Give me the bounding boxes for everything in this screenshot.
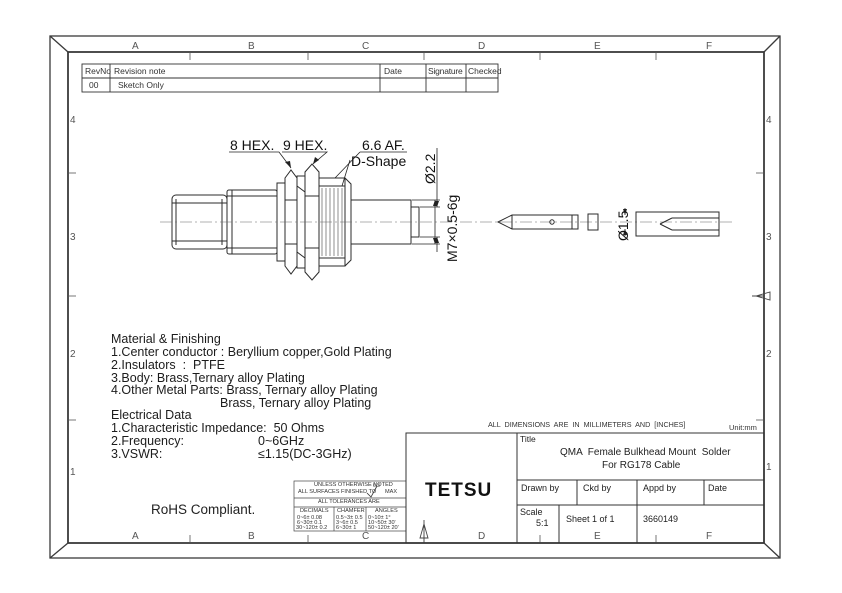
drawing-number: 3660149: [643, 514, 679, 524]
material-title: Material & Finishing: [111, 332, 221, 346]
unit-label: Unit:mm: [729, 423, 757, 432]
tolerance-line-3: ALL TOLERANCES ARE: [318, 499, 380, 505]
material-line-2: 2.Insulators : PTFE: [111, 358, 225, 372]
surface-finish-value: 6.3: [373, 483, 380, 489]
frame-corners: [49, 35, 781, 559]
zone-col-a-bottom: A: [132, 531, 139, 542]
surface-finish-max: MAX: [385, 489, 398, 495]
insulator: [587, 213, 599, 231]
tolerance-line-2: ALL SURFACES FINISHED TO: [298, 489, 377, 495]
tolerance-chamfer-1: 0.5~3± 0.5: [336, 515, 363, 521]
tolerance-chamfer-3: 6~30± 1: [336, 525, 357, 531]
material-line-1: 1.Center conductor : Beryllium copper,Go…: [111, 345, 392, 359]
tolerance-header-angles: ANGLES: [375, 508, 398, 514]
tolerance-angles-2: 10~50± 30': [368, 520, 396, 526]
surface-finish-icon: [366, 485, 378, 498]
dimension-arrows: [285, 157, 627, 244]
zone-row-3-left: 3: [70, 232, 76, 243]
scale-value: 5:1: [536, 518, 549, 528]
rev-row-revno: 00: [89, 80, 99, 90]
tolerance-header-decimals: DECIMALS: [300, 508, 329, 514]
callout-d-shape: D-Shape: [351, 153, 407, 169]
sheet-number: Sheet 1 of 1: [566, 514, 615, 524]
appd-by-label: Appd by: [643, 483, 677, 493]
dimension-thread-m7: M7×0.5-6g: [444, 194, 460, 262]
ckd-by-label: Ckd by: [583, 483, 612, 493]
zone-col-b-top: B: [248, 41, 255, 52]
tolerance-angles-1: 0~10± 1°: [368, 515, 391, 521]
revision-table-grid: [81, 63, 499, 93]
zone-row-3-right: 3: [766, 232, 772, 243]
electrical-line-2-value: 0~6GHz: [258, 434, 305, 448]
zone-col-b-bottom: B: [248, 531, 255, 542]
rev-header-note: Revision note: [114, 66, 166, 76]
company-logo: TETSU: [425, 480, 493, 501]
units-note: ALL DIMENSIONS ARE IN MILLIMETERS AND [I…: [488, 420, 686, 429]
electrical-line-3-value: ≤1.15(DC-3GHz): [258, 447, 352, 461]
callout-6-6-af: 6.6 AF.: [362, 137, 405, 153]
zone-row-1-left: 1: [70, 467, 76, 478]
zone-col-f-top: F: [706, 41, 713, 52]
zone-col-c-bottom: C: [362, 531, 370, 542]
electrical-line-2: 2.Frequency:: [111, 434, 184, 448]
drawing-title-line-2: For RG178 Cable: [602, 460, 681, 471]
tolerance-decimals-2: 6~30± 0.1: [297, 520, 322, 526]
drawn-by-label: Drawn by: [521, 483, 560, 493]
zone-row-1-right: 1: [766, 462, 772, 473]
center-pin: [496, 214, 579, 230]
drawing-title-line-1: QMA Female Bulkhead Mount Solder: [560, 447, 731, 458]
rev-header-revno: RevNo: [85, 66, 111, 76]
rohs-note: RoHS Compliant.: [151, 502, 256, 517]
tolerance-chamfer-2: 3~6± 0.5: [336, 520, 358, 526]
zone-col-c-top: C: [362, 41, 370, 52]
right-centering-mark: [752, 291, 771, 301]
dimension-dia-2-2: Ø2.2: [422, 153, 438, 184]
bottom-centering-mark: [419, 520, 429, 543]
material-line-3: 3.Body: Brass,Ternary alloy Plating: [111, 371, 305, 385]
zone-col-d-top: D: [478, 41, 486, 52]
scale-label: Scale: [520, 507, 543, 517]
zone-row-2-left: 2: [70, 349, 76, 360]
electrical-title: Electrical Data: [111, 408, 192, 422]
callout-9-hex: 9 HEX.: [283, 137, 328, 153]
dimension-dia-1-5: Ø1.5: [615, 210, 631, 241]
tolerance-header-chamfer: CHAMFER: [337, 508, 365, 514]
tolerance-decimals-1: 0~6± 0.08: [297, 515, 322, 521]
zone-row-4-right: 4: [766, 115, 772, 126]
date-label: Date: [708, 483, 728, 493]
thread-hatching: [321, 188, 343, 256]
zone-col-e-top: E: [594, 41, 601, 52]
zone-col-e-bottom: E: [594, 531, 601, 542]
electrical-line-1: 1.Characteristic Impedance: 50 Ohms: [111, 421, 325, 435]
rev-header-checked: Checked: [468, 66, 502, 76]
electrical-line-3: 3.VSWR:: [111, 447, 163, 461]
zone-col-d-bottom: D: [478, 531, 486, 542]
zone-row-4-left: 4: [70, 115, 76, 126]
material-line-4b: Brass, Ternary alloy Plating: [220, 396, 372, 410]
tolerance-angles-3: 50~120± 20': [368, 525, 399, 531]
title-block-grid: [405, 432, 765, 544]
crimp-ferrule: [635, 211, 720, 237]
rev-header-date: Date: [384, 66, 402, 76]
callout-8-hex: 8 HEX.: [230, 137, 275, 153]
outer-frame: [49, 35, 781, 559]
zone-row-2-right: 2: [766, 349, 772, 360]
zone-col-f-bottom: F: [706, 531, 713, 542]
title-label: Title: [520, 434, 536, 444]
rev-header-signature: Signature: [428, 66, 463, 76]
hex-nut-9: [304, 163, 320, 281]
rev-row-note: Sketch Only: [118, 80, 164, 90]
zone-col-a-top: A: [132, 41, 139, 52]
material-line-4: 4.Other Metal Parts: Brass, Ternary allo…: [111, 383, 378, 397]
tolerance-line-1: UNLESS OTHERWISE NOTED: [314, 482, 393, 488]
tolerance-decimals-3: 30~120± 0.2: [296, 525, 328, 531]
